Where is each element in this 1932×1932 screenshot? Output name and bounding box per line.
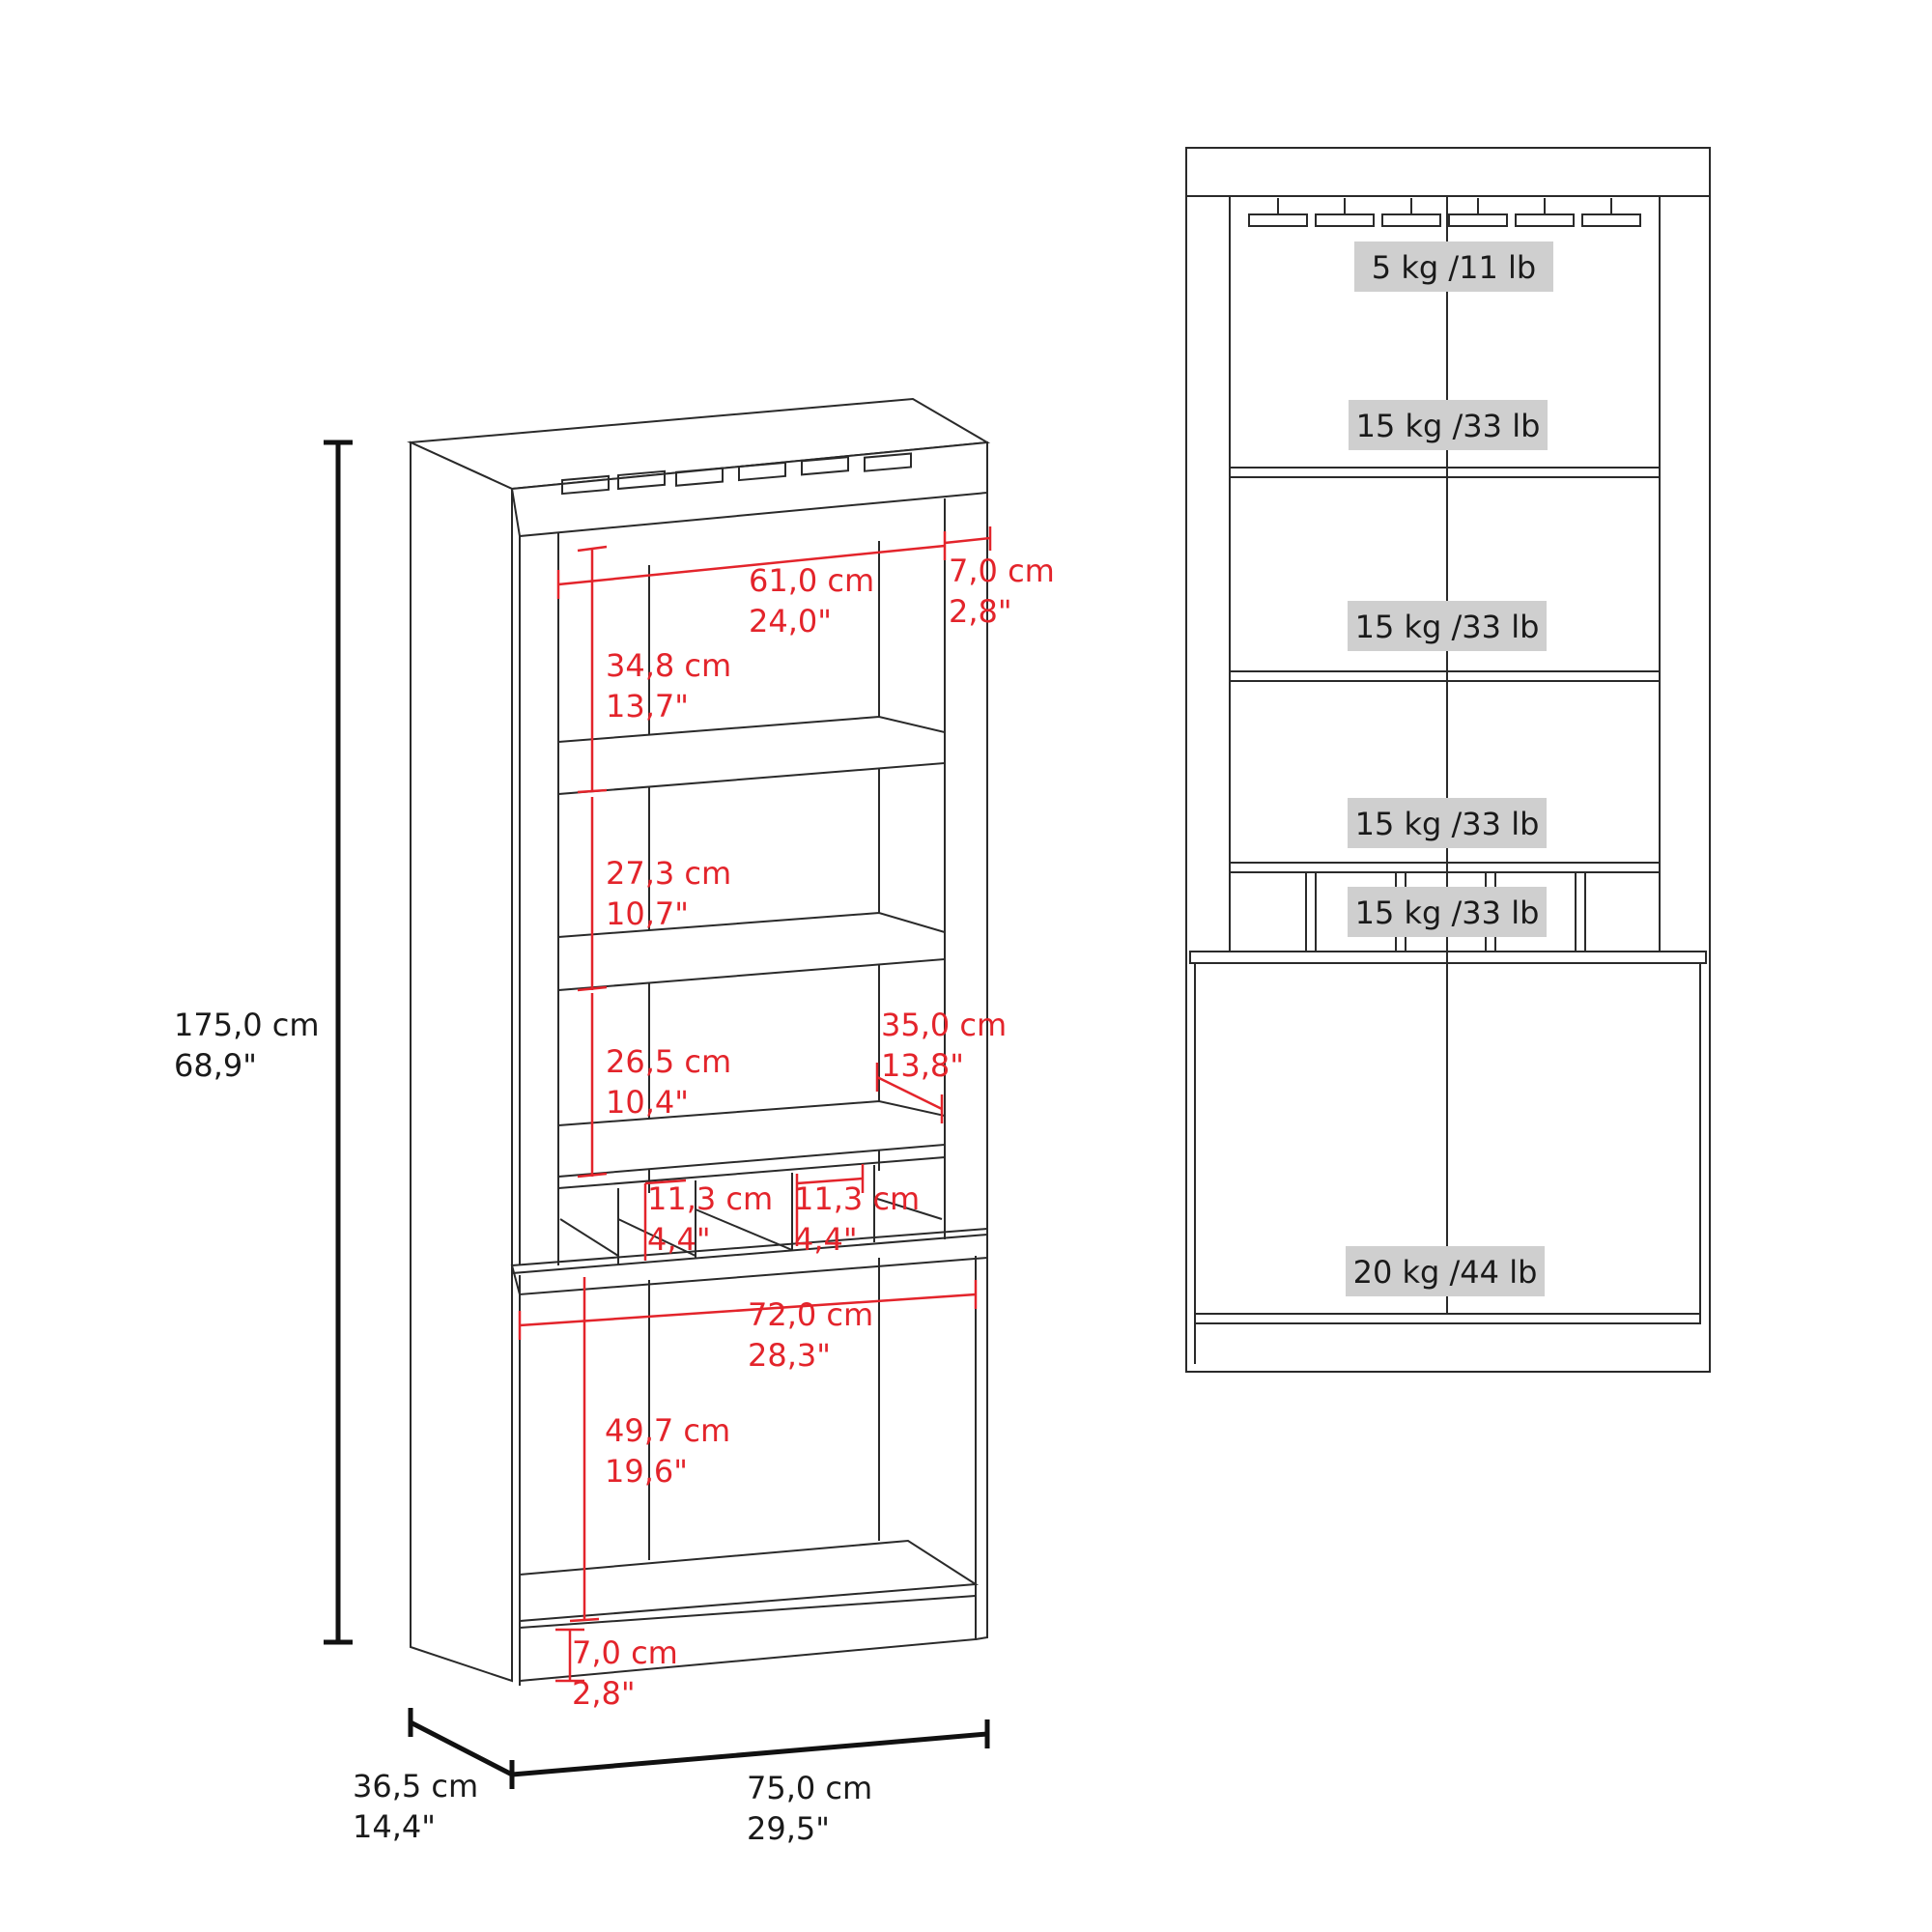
dim-11-3-a-cm: 11,3 cm xyxy=(647,1180,773,1217)
dim-34-8-cm: 34,8 cm xyxy=(606,647,731,684)
bottom-shelf xyxy=(519,1539,980,1623)
load-capacity-labels: 5 kg /11 lb 15 kg /33 lb 15 kg /33 lb 15… xyxy=(1346,242,1553,1296)
depth-in-label: 14,4" xyxy=(353,1808,436,1845)
dim-49-7-cm: 49,7 cm xyxy=(605,1412,730,1449)
width-cm-label: 75,0 cm xyxy=(747,1770,872,1806)
dim-26-5-in: 10,4" xyxy=(606,1084,689,1121)
dim-26-5-cm: 26,5 cm xyxy=(606,1043,731,1080)
dim-49-7-in: 19,6" xyxy=(605,1453,688,1490)
dim-7-top-cm: 7,0 cm xyxy=(949,553,1055,589)
load-label-bottom: 20 kg /44 lb xyxy=(1353,1254,1538,1291)
shelf-3 xyxy=(557,1099,946,1179)
dim-7-top-in: 2,8" xyxy=(949,593,1012,630)
load-label-rack: 5 kg /11 lb xyxy=(1372,249,1536,286)
kick-plate xyxy=(519,1594,977,1683)
load-label-shelf-2: 15 kg /33 lb xyxy=(1355,609,1540,645)
cabinet-side-panel xyxy=(410,440,513,1683)
overall-dimensions xyxy=(324,440,990,1789)
lower-unit-top xyxy=(510,1227,988,1296)
height-cm-label: 175,0 cm xyxy=(174,1007,320,1043)
load-label-shelf-3: 15 kg /33 lb xyxy=(1355,806,1540,842)
load-label-wine-rack: 15 kg /33 lb xyxy=(1355,895,1540,931)
dim-11-3-b-cm: 11,3 cm xyxy=(794,1180,920,1217)
dim-7-bottom-cm: 7,0 cm xyxy=(572,1634,678,1671)
cabinet-3d-drawing xyxy=(407,397,991,1686)
red-dimension-lines xyxy=(518,526,992,1683)
height-in-label: 68,9" xyxy=(174,1047,257,1084)
dim-35-in: 13,8" xyxy=(881,1047,964,1084)
dim-11-3-b-in: 4,4" xyxy=(794,1221,858,1258)
dim-61-in: 24,0" xyxy=(749,603,832,639)
dim-72-cm: 72,0 cm xyxy=(748,1296,873,1333)
dim-34-8-in: 13,7" xyxy=(606,688,689,724)
wine-cubbies xyxy=(557,1156,946,1265)
front-shelf-1 xyxy=(1229,467,1661,478)
dim-7-bottom-in: 2,8" xyxy=(572,1675,636,1712)
front-shelf-2 xyxy=(1229,670,1661,682)
front-bottom-shelf xyxy=(1194,1313,1701,1324)
dim-72-in: 28,3" xyxy=(748,1337,831,1374)
front-shelf-3 xyxy=(1229,862,1661,873)
depth-cm-label: 36,5 cm xyxy=(353,1768,478,1804)
dim-27-3-cm: 27,3 cm xyxy=(606,855,731,892)
width-in-label: 29,5" xyxy=(747,1810,830,1847)
shelf-1 xyxy=(557,715,946,796)
dim-27-3-in: 10,7" xyxy=(606,895,689,932)
dim-35-cm: 35,0 cm xyxy=(881,1007,1007,1043)
stemware-holders-front xyxy=(1248,198,1641,227)
dim-11-3-a-in: 4,4" xyxy=(647,1221,711,1258)
stemware-holders xyxy=(561,452,912,496)
load-label-shelf-1: 15 kg /33 lb xyxy=(1356,408,1541,444)
front-elevation-drawing xyxy=(1185,147,1711,1373)
shelf-2 xyxy=(557,911,946,992)
dim-61-cm: 61,0 cm xyxy=(749,562,874,599)
